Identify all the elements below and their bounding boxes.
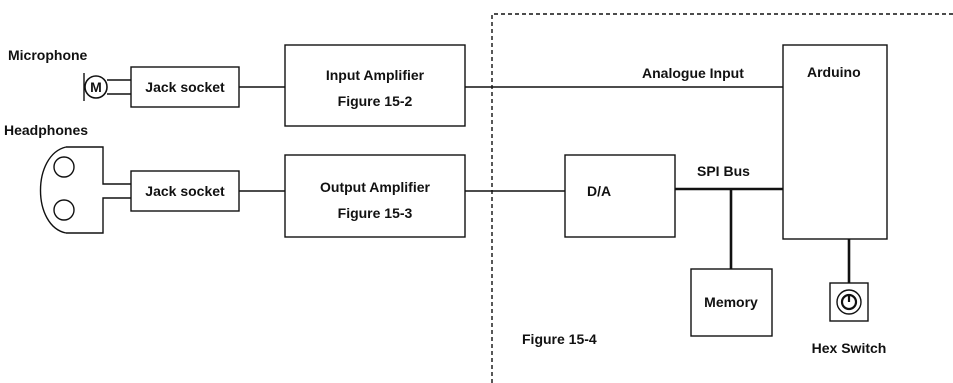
hex-switch-label: Hex Switch (812, 340, 887, 356)
analogue-input-label: Analogue Input (642, 65, 744, 81)
mic-symbol-label: M (90, 79, 102, 95)
headphones-label: Headphones (4, 122, 88, 138)
hex-switch-icon (829, 282, 869, 322)
arduino-box (782, 44, 888, 240)
memory-box (690, 268, 773, 337)
jack-socket-output-box (130, 170, 240, 212)
output-amplifier-figure: Figure 15-3 (338, 205, 413, 221)
da-converter-label: D/A (587, 183, 611, 199)
da-converter-box (564, 154, 676, 238)
jack-socket-output-label: Jack socket (145, 183, 225, 199)
figure-15-4-boundary (491, 13, 953, 383)
microphone-icon: M (83, 73, 131, 101)
output-amplifier-box (284, 154, 466, 238)
spi-bus-label: SPI Bus (697, 163, 750, 179)
figure-15-4-label: Figure 15-4 (522, 331, 597, 347)
input-amplifier-title: Input Amplifier (326, 67, 425, 83)
microphone-label: Microphone (8, 47, 88, 63)
headphones-icon (39, 146, 131, 234)
input-amplifier-figure: Figure 15-2 (338, 93, 413, 109)
input-amplifier-box (284, 44, 466, 127)
arduino-label: Arduino (807, 64, 861, 80)
memory-label: Memory (704, 294, 758, 310)
output-amplifier-title: Output Amplifier (320, 179, 430, 195)
jack-socket-input-label: Jack socket (145, 79, 225, 95)
jack-socket-input-box (130, 66, 240, 108)
